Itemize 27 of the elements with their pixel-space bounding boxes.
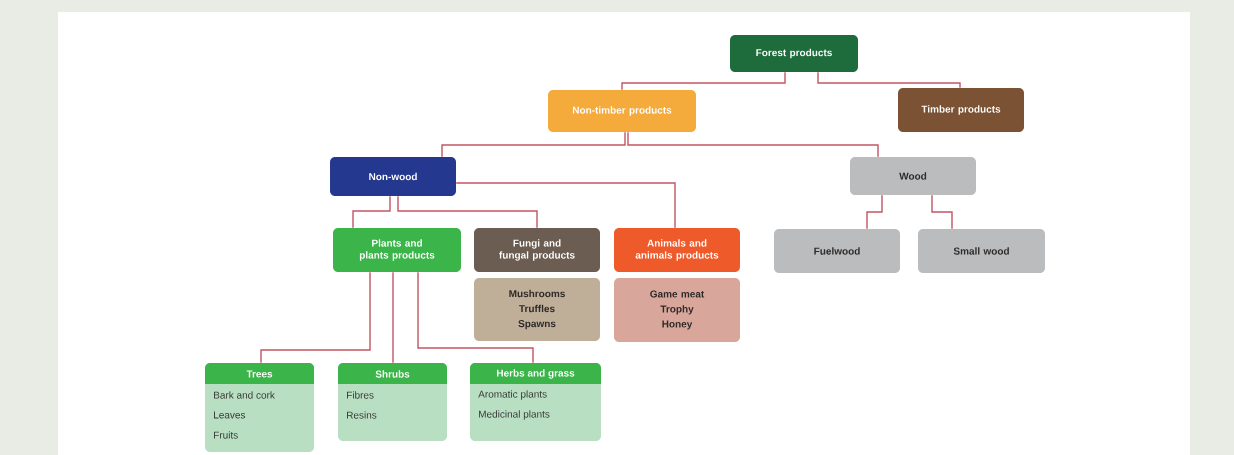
category-box: Plants and plants products — [333, 228, 461, 272]
item-list-box: Game meat Trophy Honey — [614, 278, 740, 342]
connector-line — [397, 195, 538, 229]
connector-line — [817, 71, 961, 89]
connector-line — [392, 271, 394, 364]
connector-line — [352, 195, 391, 229]
connector-line — [441, 131, 626, 158]
category-box: Fungi and fungal products — [474, 228, 600, 272]
connector-line — [260, 271, 371, 364]
connector-line — [627, 131, 879, 158]
category-box: Non-wood — [330, 157, 456, 196]
category-card: Shrubs Fibres Resins — [338, 363, 447, 441]
connector-line — [931, 194, 953, 230]
category-box: Small wood — [918, 229, 1045, 273]
item-list-box: Mushrooms Truffles Spawns — [474, 278, 600, 341]
connector-line — [455, 182, 676, 229]
category-box: Forest products — [730, 35, 858, 72]
category-box: Wood — [850, 157, 976, 195]
category-box: Animals and animals products — [614, 228, 740, 272]
category-box: Timber products — [898, 88, 1024, 132]
connector-line — [621, 71, 786, 91]
category-card: Herbs and grass Aromatic plants Medicinal plants — [470, 363, 601, 441]
category-box: Non-timber products — [548, 90, 696, 132]
connector-line — [866, 194, 883, 230]
category-card: Trees Bark and cork Leaves Fruits — [205, 363, 314, 452]
category-box: Fuelwood — [774, 229, 900, 273]
connector-line — [417, 271, 534, 364]
